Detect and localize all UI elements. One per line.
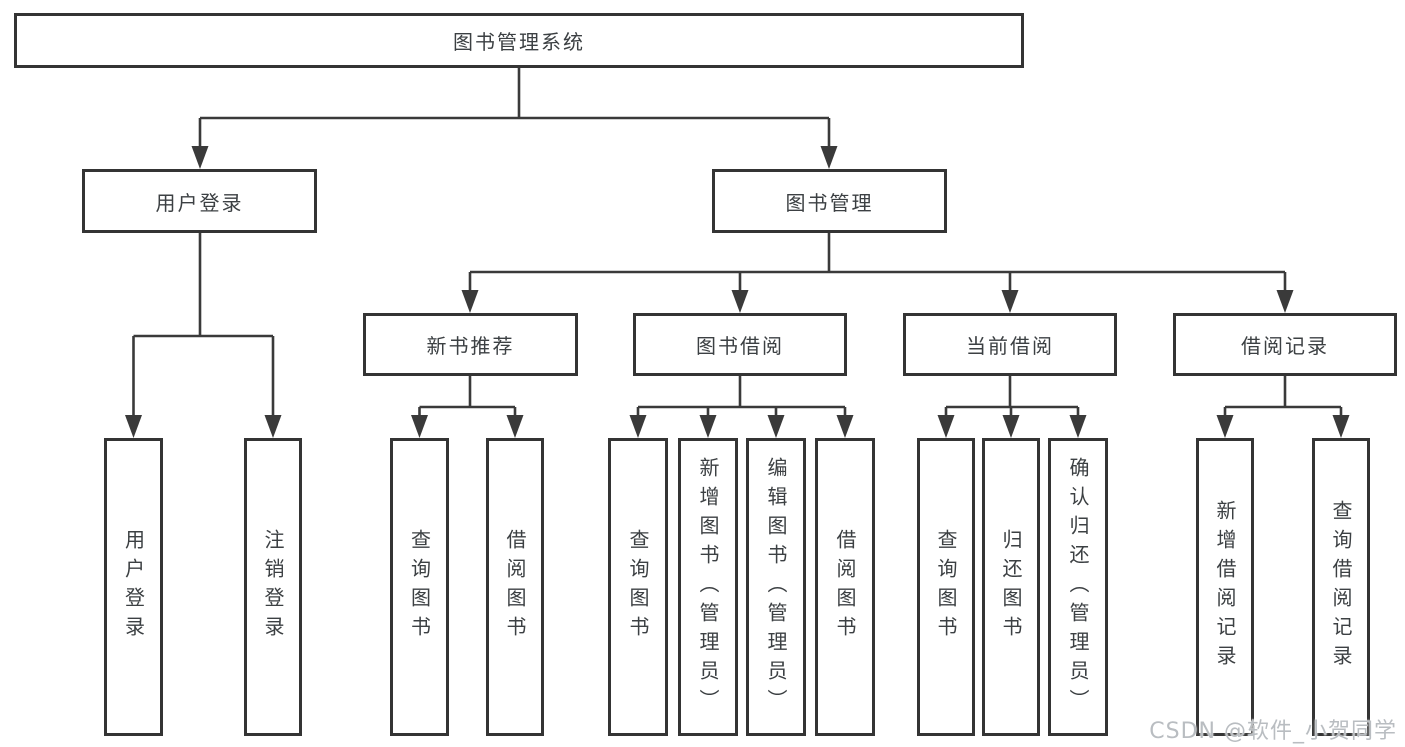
node-label: 图书借阅 [696,334,784,358]
node-user-login: 用户登录 [82,169,317,233]
leaf-label: 借阅图书 [503,529,527,645]
leaf-query-borrow-record: 查询借阅记录 [1312,438,1370,736]
node-label: 图书管理 [785,190,874,215]
node-current-borrowing: 当前借阅 [903,313,1117,376]
arrowhead-icons [125,146,1350,438]
leaf-label: 查询图书 [407,529,432,645]
node-label: 图书管理系统 [453,30,585,54]
leaf-label: 新增借阅记录 [1213,500,1237,674]
leaf-label: 用户登录 [121,529,146,645]
node-label: 当前借阅 [966,334,1054,358]
leaf-query-books-borrowing: 查询图书 [608,438,668,736]
leaf-edit-book-admin: 编辑图书（管理员） [746,438,806,736]
leaf-query-books-recommend: 查询图书 [390,438,449,736]
leaf-label: 注销登录 [261,529,285,645]
node-new-book-recommendation: 新书推荐 [363,313,578,376]
leaf-label: 编辑图书（管理员） [764,456,788,718]
node-library-management-system: 图书管理系统 [14,13,1024,68]
leaf-label: 新增图书（管理员） [696,456,720,718]
leaf-confirm-return-admin: 确认归还（管理员） [1048,438,1108,736]
leaf-query-books-current: 查询图书 [917,438,975,736]
leaf-add-borrow-record: 新增借阅记录 [1196,438,1254,736]
leaf-borrow-books-recommend: 借阅图书 [486,438,544,736]
leaf-add-book-admin: 新增图书（管理员） [678,438,738,736]
node-label: 用户登录 [155,190,244,215]
node-book-borrowing: 图书借阅 [633,313,847,376]
leaf-label: 借阅图书 [833,529,857,645]
node-borrowing-records: 借阅记录 [1173,313,1397,376]
leaf-label: 归还图书 [999,529,1023,645]
leaf-user-login: 用户登录 [104,438,163,736]
leaf-label: 确认归还（管理员） [1066,456,1090,718]
leaf-logout: 注销登录 [244,438,302,736]
leaf-label: 查询图书 [934,529,958,645]
leaf-return-book: 归还图书 [982,438,1040,736]
watermark: CSDN @软件_小贺同学 [1149,719,1397,744]
leaf-borrow-books: 借阅图书 [815,438,875,736]
node-label: 借阅记录 [1241,334,1329,358]
leaf-label: 查询图书 [626,529,650,645]
node-label: 新书推荐 [426,334,515,358]
leaf-label: 查询借阅记录 [1329,500,1353,674]
node-book-management: 图书管理 [712,169,947,233]
